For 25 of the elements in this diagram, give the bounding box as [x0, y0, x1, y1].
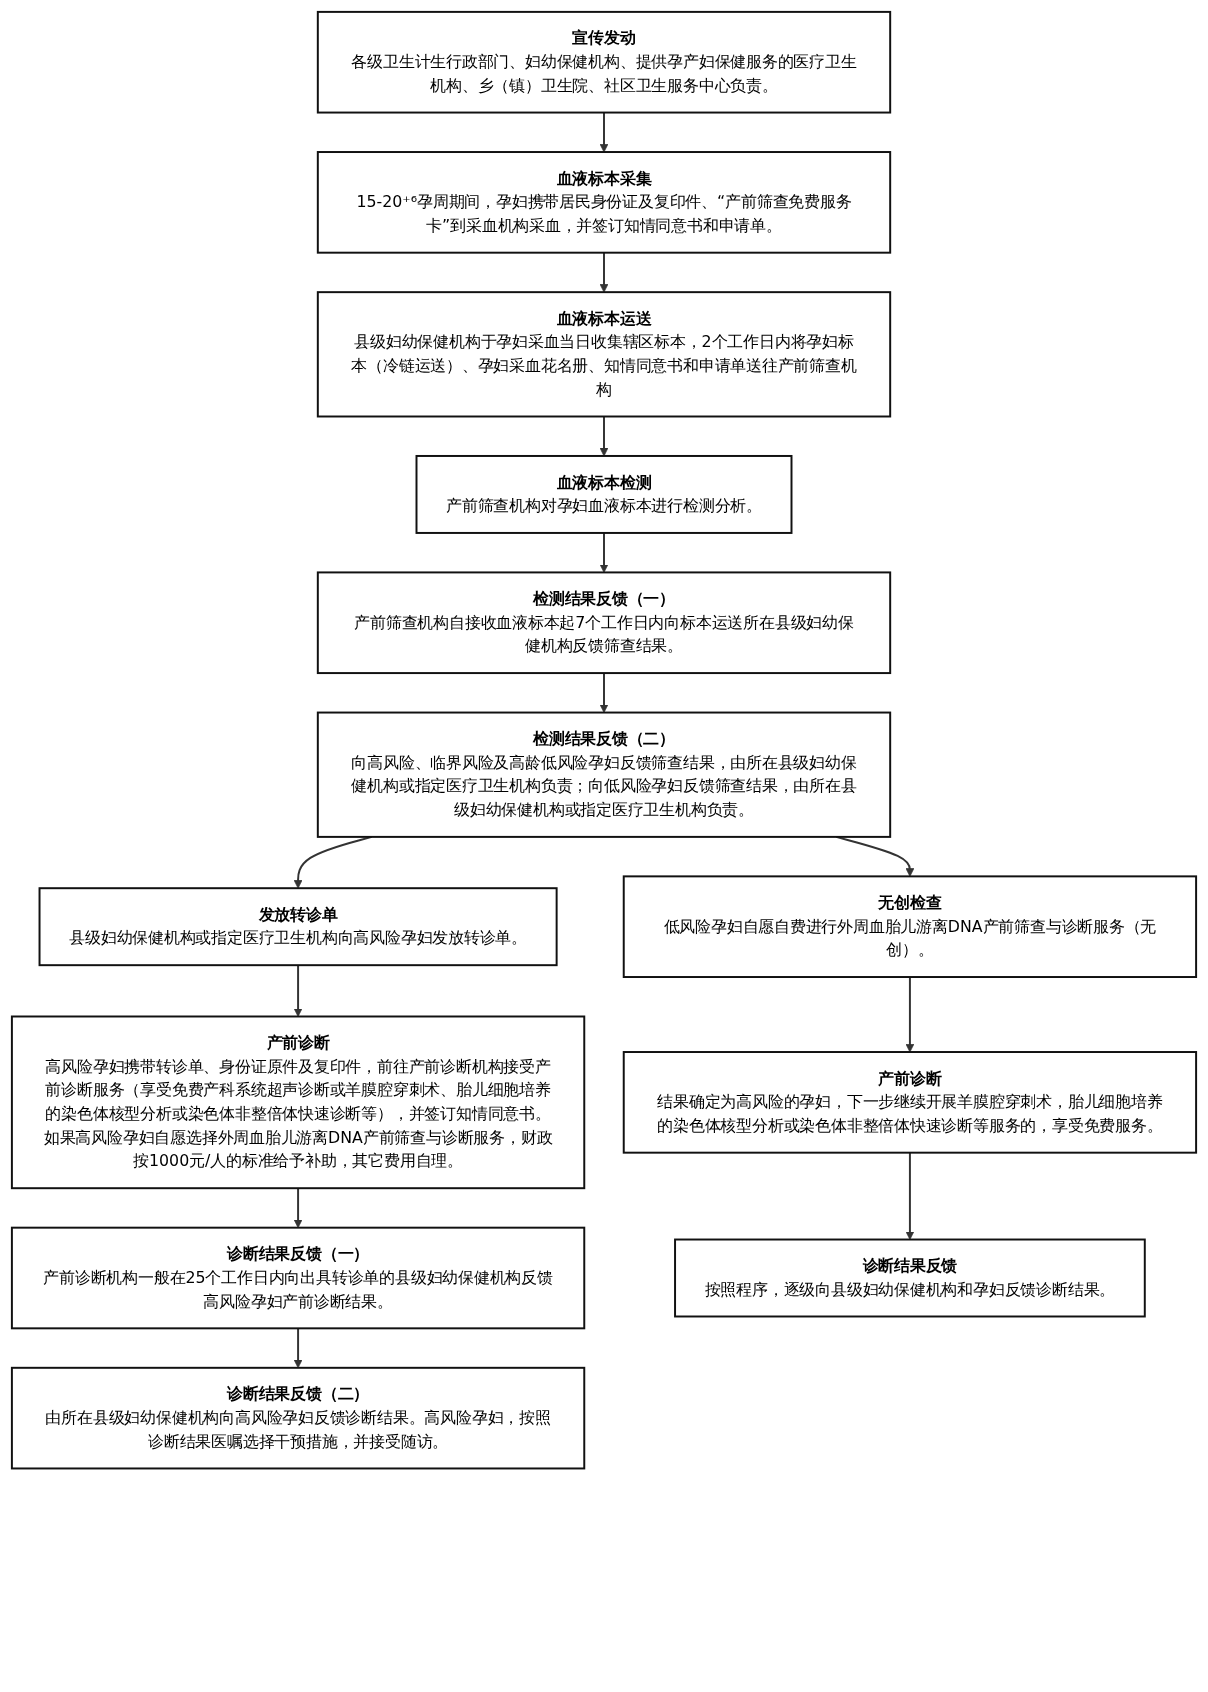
arrow: [293, 964, 303, 1017]
arrow: [599, 251, 609, 293]
node-box: 宣传发动 各级卫生计生行政部门、妇幼保健机构、提供孕产妇保健服务的医疗卫生机构、乡（镇）卫生院、社区卫生服务中心负责。: [316, 10, 892, 114]
arrow: [293, 1327, 303, 1369]
arrow: [599, 672, 609, 713]
node-box: 血液标本采集 15-20⁺⁶孕周期间，孕妇携带居民身份证及复印件、“产前筛查免费服务卡”到采血机构采血，并签订知情同意书和申请单。: [316, 151, 892, 254]
arrow: [599, 111, 609, 153]
node-box: 产前诊断 结果确定为高风险的孕妇，下一步继续开展羊膜腔穿刺术，胎儿细胞培养的染色体核型分析或染色体非整倍体快速诊断等服务的，享受免费服务。: [622, 1051, 1198, 1154]
arrow: [293, 835, 373, 889]
node-box: 检测结果反馈（一） 产前筛查机构自接收血液标本起7个工作日内向标本运送所在县级妇幼保健机构反馈筛查结果。: [316, 571, 892, 675]
node-box: 诊断结果反馈（二） 由所在县级妇幼保健机构向高风险孕妇反馈诊断结果。高风险孕妇，按照诊断结果医嘱选择干预措施，并接受随访。: [10, 1366, 586, 1470]
arrow: [835, 835, 915, 877]
arrow: [905, 1151, 915, 1240]
arrow: [599, 415, 609, 457]
node-box: 诊断结果反馈（一） 产前诊断机构一般在25个工作日内向出具转诊单的县级妇幼保健机构反馈高风险孕妇产前诊断结果。: [10, 1226, 586, 1330]
node-box: 检测结果反馈（二） 向高风险、临界风险及高龄低风险孕妇反馈筛查结果，由所在县级妇幼保健机构或指定医疗卫生机构负责；向低风险孕妇反馈筛查结果，由所在县级妇幼保健机构或指定医疗卫生机构负责。: [316, 711, 892, 838]
node-box: 血液标本运送 县级妇幼保健机构于孕妇采血当日收集辖区标本，2个工作日内将孕妇标本（冷链运送）、孕妇采血花名册、知情同意书和申请单送往产前筛查机构: [316, 291, 892, 418]
arrow: [293, 1187, 303, 1229]
node-box: 诊断结果反馈 按照程序，逐级向县级妇幼保健机构和孕妇反馈诊断结果。: [674, 1238, 1146, 1318]
arrow: [599, 531, 609, 573]
node-box: 发放转诊单 县级妇幼保健机构或指定医疗卫生机构向高风险孕妇发放转诊单。: [38, 887, 558, 967]
node-box: 血液标本检测 产前筛查机构对孕妇血液标本进行检测分析。: [415, 455, 793, 534]
node-box: 产前诊断 高风险孕妇携带转诊单、身份证原件及复印件，前往产前诊断机构接受产前诊断服务（享受免费产科系统超声诊断或羊膜腔穿刺术、胎儿细胞培养的染色体核型分析或染色体非整倍体快速诊断等），并签订知情同意书。如果高风险孕妇自愿选择外周血胎儿游离DNA产前筛查与诊断服务，财政按1000元/人的标准给予补助，其它费用自理。: [10, 1015, 586, 1190]
arrow: [905, 976, 915, 1053]
node-box: 无创检查 低风险孕妇自愿自费进行外周血胎儿游离DNA产前筛查与诊断服务（无创）。: [622, 875, 1198, 978]
